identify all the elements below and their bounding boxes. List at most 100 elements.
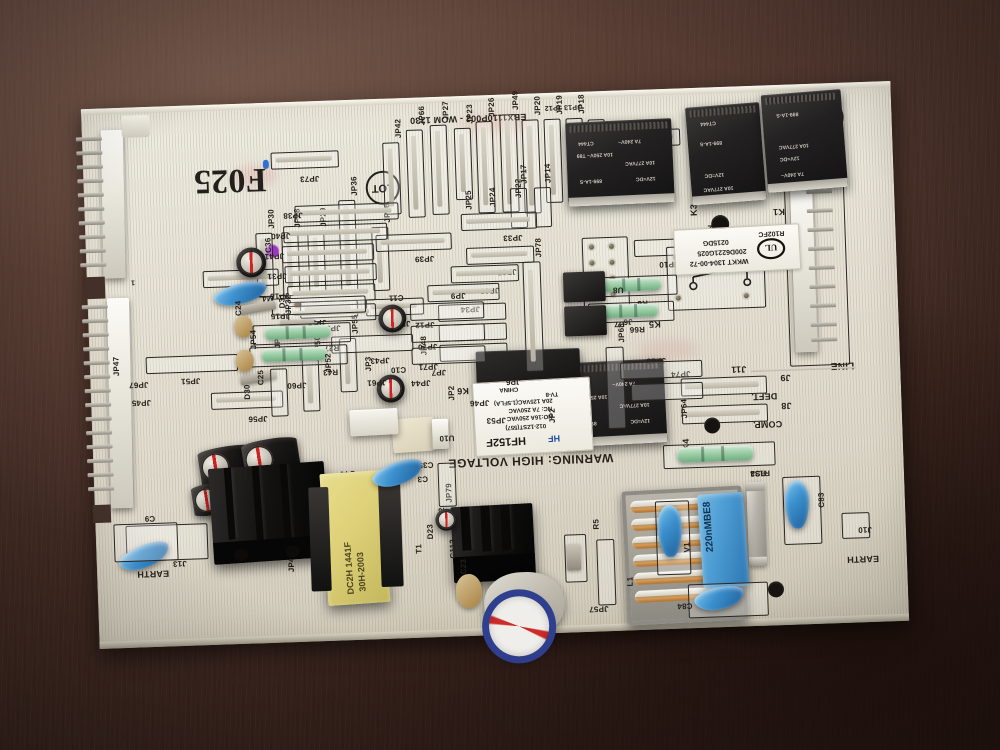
relay-k2-coil: 12V=DC [704, 171, 725, 179]
silk-jp57: JP2 [446, 385, 457, 401]
relay-k3-rating2: 10A 250V~ T89 [576, 150, 614, 159]
silk-c25: C25 [256, 369, 266, 386]
ul-line1: WKKT 1304-00-72 [689, 256, 749, 267]
silk-jp53: JP53 [486, 415, 507, 426]
relay-k1-topvent [764, 92, 838, 106]
transformer-bobbin-right [377, 480, 404, 588]
silk-c84: C84 [677, 601, 693, 611]
silk-d31: D31 [277, 292, 287, 309]
silk-jp1: JP57 [588, 604, 609, 614]
resistor-r134 [676, 445, 754, 463]
silk-jp7: JP7 [431, 367, 447, 378]
silk-k6: K6 [456, 385, 470, 397]
relay-k3: 899-1A-S 12V=DC 10A 277VAC 10A 250V~ T89… [565, 118, 675, 207]
silk-jp43: JP43 [370, 355, 390, 366]
silk-d30: D30 [242, 384, 253, 400]
relay-k6-no-rating: NO:16A 250VAC [506, 412, 553, 422]
relay-k1-rating: 10A 277VAC [778, 141, 809, 151]
silk-jp38: JP38 [283, 210, 303, 221]
silk-jp61: JP61 [366, 377, 387, 388]
relay-k3-rating1: 10A 277VAC [624, 158, 656, 167]
fuse-m4 [746, 481, 768, 567]
silk-v1: V1 [682, 542, 692, 553]
silk-jp51: JP51 [180, 376, 201, 386]
relay-k1-rating3: 7A 240V~ [780, 170, 805, 178]
silk-jp47: JP47 [111, 356, 122, 377]
jumper-jp1-pad [596, 538, 617, 606]
silk-c23: C23 [458, 558, 469, 575]
relay-k2-rating: 10A 277VAC [703, 184, 734, 193]
silk-k1: K1 [772, 206, 786, 218]
relay-k6-brand: HF [547, 433, 561, 444]
transformer-bobbin-left [308, 486, 332, 592]
relay-k1: 899-1A-S 12V=DC 10A 277VAC 7A 240V~ [760, 89, 849, 194]
silk-c44: C36 [263, 237, 273, 253]
silk-jp54: JP54 [248, 329, 259, 350]
silk-r59: R66 [629, 324, 646, 335]
silk-jp9: JP9 [450, 290, 466, 301]
silk-u10: U10 [439, 433, 455, 443]
silk-u7: U7 [613, 319, 625, 329]
silk-jp52: JP52 [323, 353, 334, 373]
relay-k2-topvent [689, 105, 756, 118]
relay-k6-code: 012-1ZST(557) [505, 421, 547, 431]
relay-k3-topvent [569, 121, 668, 133]
silk-r5: R5 [591, 518, 601, 530]
silk-jp60: JP60 [286, 380, 307, 391]
silk-jp40: JP40 [270, 231, 291, 241]
relay-k3-coil: 12V=DC [635, 174, 656, 182]
resistor-r43 [261, 346, 328, 363]
relay-k3-rating3: 7A 240V~ [617, 137, 642, 145]
relay-k6-tv: TV-8 [545, 390, 559, 397]
silk-u8: U8 [612, 285, 624, 295]
silk-c113: C113 [448, 538, 458, 559]
silk-jp5: JP6 [505, 377, 521, 387]
silk-jp46: JP46 [469, 398, 490, 408]
relay-k6-nc-rating: NC: 7A 250VAC [508, 404, 553, 414]
resistor-r59 [599, 303, 659, 319]
silk-d23: D23 [425, 523, 436, 540]
varistor-mov [455, 573, 483, 609]
resistor-r5 [566, 544, 582, 571]
connector-ps2-header[interactable] [349, 408, 399, 437]
silk-c9: C9 [144, 513, 156, 524]
silk-jp3: JP3 [363, 356, 374, 372]
xcap-value-text: 220nMBE8 [701, 501, 717, 553]
silk-jp67: JP67 [128, 380, 149, 390]
ul-line4: R102FC [758, 228, 785, 238]
silk-jp68: JP78 [533, 237, 544, 258]
ic-u7 [564, 305, 608, 337]
relay-k2-date: CT444 [700, 119, 717, 127]
board-notch-left2 [92, 504, 112, 524]
relay-k1-model: 899-1A-S [776, 110, 799, 119]
silk-c83: C83 [816, 492, 827, 508]
ul-line2: 200D6221G025 [697, 246, 747, 257]
transformer-line2: DC2H 1441F [342, 541, 356, 595]
relay-k4-coil: 12V=DC [630, 416, 651, 425]
ul-certification-label: WKKT 1304-00-72 200D6221G025 0215DG R102… [672, 223, 802, 276]
board-notch-left [84, 276, 106, 300]
relay-k1-coil: 12V=DC [779, 154, 800, 163]
silk-c10: C10 [390, 365, 407, 375]
silk-l1: L1 [625, 576, 635, 587]
relay-k2-model: 899-1A-S [699, 139, 723, 147]
capacitor-c25 [235, 349, 255, 373]
printed-circuit-board: F025 EBX1110P002 - WOM 1230 LOT RoHS 1 [75, 81, 910, 658]
silk-jp31: JP31 [267, 271, 287, 281]
silk-k3: K3 [688, 203, 699, 217]
ul-line3: 0215DG [702, 237, 729, 247]
relay-k2: 899-1A-S 12V=DC 10A 277VAC CT444 [685, 102, 767, 206]
jumper-jp2-pad [605, 346, 627, 430]
silk-jp6: JP2 [547, 408, 558, 424]
silk-t1: T1 [414, 543, 424, 554]
silk-c11: C11 [388, 293, 404, 303]
relay-k6-model: HF152F [485, 434, 527, 449]
svg-text:UL: UL [765, 242, 778, 253]
silk-c24: C24 [233, 300, 244, 317]
relay-k3-model: 899-1A-S [579, 177, 603, 185]
transformer-line1: 30H-2003 [354, 551, 368, 592]
resistor-r27 [264, 324, 331, 341]
silk-c3: C3 [417, 474, 429, 484]
capacitor-x2-220n: 220nMBE8 [697, 491, 750, 589]
